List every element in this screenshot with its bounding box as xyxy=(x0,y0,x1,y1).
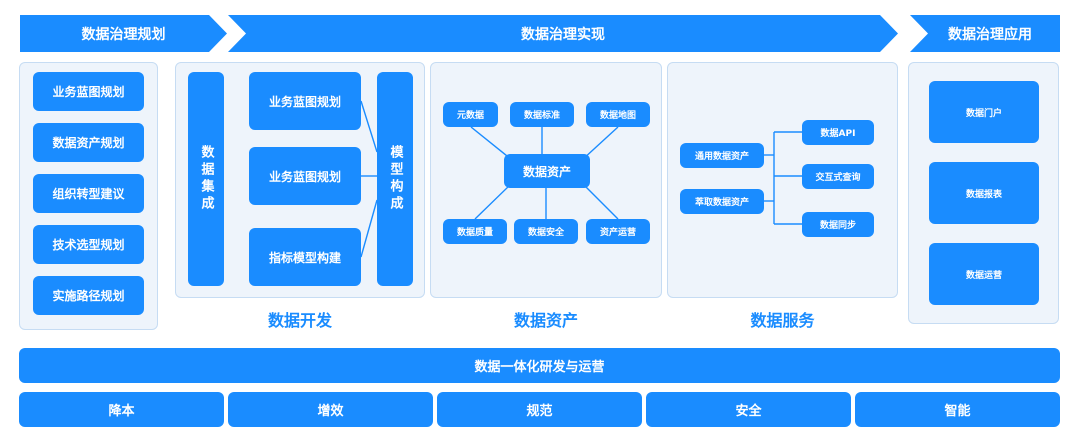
banner-implementation-label: 数据治理实现 xyxy=(521,26,605,43)
value-item-label: 降本 xyxy=(108,404,135,419)
asset-top-item: 元数据 xyxy=(443,102,498,127)
service-source: 通用数据资产 xyxy=(680,143,764,168)
banner-application-label: 数据治理应用 xyxy=(948,26,1032,43)
value-item-label: 增效 xyxy=(317,404,344,419)
banner-application: 数据治理应用 xyxy=(910,15,1060,52)
application-item-label: 数据门户 xyxy=(965,108,1002,119)
dev-item: 指标模型构建 xyxy=(249,228,361,286)
asset-bottom-item: 数据质量 xyxy=(443,219,507,244)
banner-planning: 数据治理规划 xyxy=(20,15,227,52)
service-output-label: 数据API xyxy=(820,129,856,139)
planning-item-label: 组织转型建议 xyxy=(52,187,125,201)
planning-item-label: 业务蓝图规划 xyxy=(52,85,125,99)
asset-bottom-label: 资产运营 xyxy=(599,228,636,238)
asset-center-label: 数据资产 xyxy=(522,164,571,179)
dev-model-box: 模型构成 xyxy=(377,72,413,286)
service-source: 萃取数据资产 xyxy=(680,189,764,214)
service-output: 交互式查询 xyxy=(802,164,874,189)
platform-bar: 数据一体化研发与运营 xyxy=(19,348,1060,383)
planning-item-label: 数据资产规划 xyxy=(52,136,125,150)
asset-bottom-label: 数据安全 xyxy=(527,228,564,238)
banner-implementation: 数据治理实现 xyxy=(228,15,898,52)
planning-item-label: 实施路径规划 xyxy=(52,289,125,303)
service-source-label: 萃取数据资产 xyxy=(694,198,749,208)
dev-caption: 数据开发 xyxy=(267,311,332,330)
planning-item: 技术选型规划 xyxy=(33,225,144,264)
planning-item: 组织转型建议 xyxy=(33,174,144,213)
application-item-label: 数据报表 xyxy=(965,189,1002,200)
asset-top-item: 数据标准 xyxy=(510,102,574,127)
asset-center-box: 数据资产 xyxy=(504,154,590,188)
dev-item-label: 指标模型构建 xyxy=(268,250,341,265)
application-item: 数据报表 xyxy=(929,162,1039,224)
asset-top-item: 数据地图 xyxy=(586,102,650,127)
asset-top-label: 数据标准 xyxy=(523,111,560,121)
planning-item: 数据资产规划 xyxy=(33,123,144,162)
dev-item-label: 业务蓝图规划 xyxy=(268,94,341,109)
planning-item: 业务蓝图规划 xyxy=(33,72,144,111)
service-source-label: 通用数据资产 xyxy=(694,152,749,162)
dev-item-label: 业务蓝图规划 xyxy=(268,169,341,184)
value-item: 智能 xyxy=(855,392,1060,427)
application-item: 数据运营 xyxy=(929,243,1039,305)
service-output-label: 数据同步 xyxy=(819,221,856,231)
value-item: 降本 xyxy=(19,392,224,427)
services-caption: 数据服务 xyxy=(750,311,815,330)
application-item: 数据门户 xyxy=(929,81,1039,143)
value-item: 安全 xyxy=(646,392,851,427)
application-item-label: 数据运营 xyxy=(965,270,1002,281)
platform-label: 数据一体化研发与运营 xyxy=(474,360,605,375)
service-output: 数据API xyxy=(802,120,874,145)
value-item-label: 安全 xyxy=(735,404,762,419)
value-item-label: 规范 xyxy=(526,404,553,419)
banner-planning-label: 数据治理规划 xyxy=(81,26,166,43)
dev-integration-label: 数据集成 xyxy=(198,145,214,213)
asset-bottom-item: 资产运营 xyxy=(586,219,650,244)
asset-bottom-label: 数据质量 xyxy=(456,228,493,238)
dev-item: 业务蓝图规划 xyxy=(249,72,361,130)
dev-model-label: 模型构成 xyxy=(387,145,403,213)
value-item: 规范 xyxy=(437,392,642,427)
assets-caption: 数据资产 xyxy=(513,311,578,330)
service-output: 数据同步 xyxy=(802,212,874,237)
dev-item: 业务蓝图规划 xyxy=(249,147,361,205)
planning-item: 实施路径规划 xyxy=(33,276,144,315)
value-item: 增效 xyxy=(228,392,433,427)
service-output-label: 交互式查询 xyxy=(815,173,861,183)
value-item-label: 智能 xyxy=(944,404,971,419)
asset-top-label: 数据地图 xyxy=(599,111,636,121)
planning-item-label: 技术选型规划 xyxy=(52,238,125,252)
asset-bottom-item: 数据安全 xyxy=(514,219,578,244)
asset-top-label: 元数据 xyxy=(456,111,484,121)
dev-integration-box: 数据集成 xyxy=(188,72,224,286)
